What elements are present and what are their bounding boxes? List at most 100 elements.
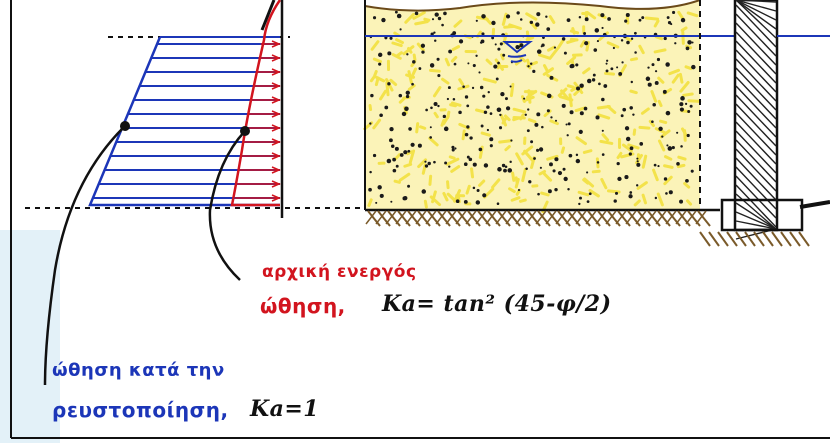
soil-dot <box>578 129 583 134</box>
soil-grain <box>441 77 450 85</box>
ground-hatch-line <box>665 210 677 225</box>
soil-grain <box>588 188 600 198</box>
soil-dot <box>504 97 508 101</box>
wall-hatch-line <box>735 184 777 228</box>
soil-dot <box>629 106 633 110</box>
soil-dot <box>536 148 540 152</box>
soil-grain <box>368 104 373 112</box>
wall-hatch-line <box>735 4 777 48</box>
ground-hatch-line <box>605 210 617 225</box>
soil-dot <box>414 11 419 16</box>
soil-dot <box>546 27 551 31</box>
soil-grain <box>398 97 406 104</box>
soil-grain <box>491 178 501 189</box>
wall-hatch-line <box>735 103 777 147</box>
soil-dot <box>372 16 377 20</box>
active-hatch-arrow <box>271 194 281 202</box>
wall-hatch-line <box>735 220 777 230</box>
soil-dot <box>469 136 473 140</box>
active-pressure-label-line1: αρχική ενεργός <box>262 262 417 282</box>
soil-dot <box>372 153 377 158</box>
soil-dot <box>410 142 415 147</box>
ground-hatch-line <box>497 210 511 227</box>
soil-dot <box>394 10 398 14</box>
soil-grain <box>379 89 387 101</box>
soil-grain <box>633 199 641 207</box>
soil-dot <box>427 161 431 166</box>
ground-hatch-line <box>367 210 381 227</box>
soil-grain <box>542 67 554 76</box>
soil-dot <box>687 109 691 113</box>
soil-grain <box>482 77 497 84</box>
soil-grain <box>449 103 457 108</box>
soil-dot <box>633 31 637 35</box>
wall-hatch-line <box>735 211 777 230</box>
soil-dot <box>575 63 579 67</box>
soil-grain <box>509 82 515 98</box>
soil-dot <box>663 36 667 41</box>
active-hatch-arrow <box>271 54 281 62</box>
soil-grain <box>683 129 687 142</box>
soil-dot <box>390 200 393 203</box>
soil-dot <box>563 176 568 182</box>
soil-dot <box>546 109 550 113</box>
soil-dot <box>466 104 470 108</box>
ground-hatch-line <box>655 210 667 225</box>
soil-grain <box>599 139 614 145</box>
soil-dot <box>570 63 575 69</box>
soil-dot <box>481 32 485 36</box>
ground-hatch-line <box>545 210 557 225</box>
footing-hatch-line <box>753 231 765 247</box>
soil-grain <box>622 143 633 153</box>
soil-dot <box>505 106 511 111</box>
soil-grain <box>478 179 486 187</box>
soil-grain <box>498 139 513 144</box>
soil-grain <box>428 136 439 147</box>
ground-hatch-line <box>615 210 627 225</box>
soil-grain <box>569 29 580 35</box>
soil-grain <box>453 19 463 28</box>
soil-dot <box>588 192 592 196</box>
soil-dot <box>430 32 434 36</box>
soil-dot <box>495 77 499 81</box>
ground-hatch-line <box>595 210 607 225</box>
soil-dot <box>443 126 449 132</box>
liquefaction-label-line1: ώθηση κατά την <box>52 360 225 381</box>
soil-dot <box>534 122 539 127</box>
soil-grain <box>461 129 466 141</box>
soil-dot <box>679 199 684 204</box>
wall-hatch-line <box>735 49 777 93</box>
ground-hatch-line <box>477 210 491 227</box>
soil-dot <box>510 139 513 142</box>
soil-dot <box>584 41 589 46</box>
active-leader-line <box>208 130 246 281</box>
soil-dot <box>656 57 661 62</box>
soil-dot <box>607 17 611 21</box>
soil-dot <box>614 191 619 195</box>
soil-dot <box>579 196 582 200</box>
soil-dot <box>447 86 451 90</box>
soil-grain <box>597 113 611 120</box>
soil-dot <box>407 149 411 153</box>
soil-grain <box>542 64 549 73</box>
soil-dot <box>418 67 422 70</box>
retaining-wall-hatching <box>735 0 777 240</box>
soil-dot <box>601 26 604 30</box>
soil-dot <box>384 105 389 110</box>
soil-dot <box>478 71 481 74</box>
soil-dot <box>403 150 408 155</box>
soil-grain <box>657 139 666 152</box>
soil-grain <box>663 155 673 161</box>
soil-grain <box>600 177 608 190</box>
soil-dot <box>610 67 614 71</box>
soil-grain <box>556 38 566 50</box>
soil-dot <box>480 124 484 128</box>
soil-dot <box>651 120 654 124</box>
ground-hatch-line <box>515 210 527 225</box>
soil-dot <box>562 167 566 171</box>
soil-grain <box>686 11 699 18</box>
soil-dot <box>486 128 490 132</box>
ground-hatch-line <box>395 210 407 225</box>
soil-dot <box>482 94 486 98</box>
soil-dot <box>689 104 693 108</box>
